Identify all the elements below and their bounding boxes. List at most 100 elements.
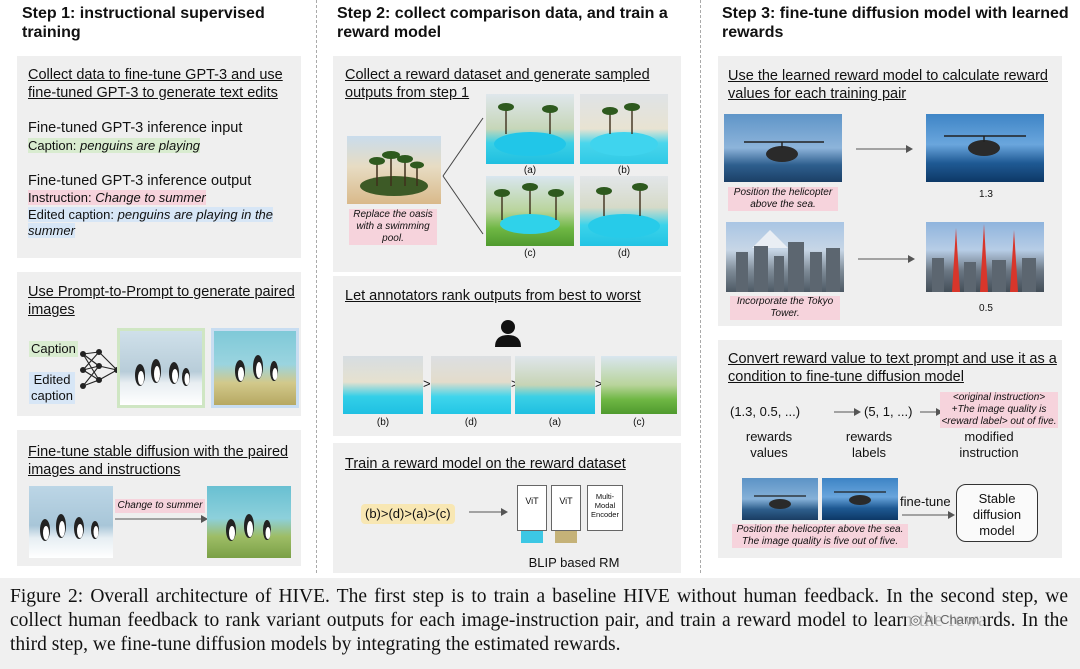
- finetune-output-image: [207, 486, 291, 558]
- rewards-labels-tuple: (5, 1, ...): [864, 404, 913, 419]
- tokyo-output-image: [926, 222, 1044, 292]
- edited-label: Edited caption:: [28, 207, 118, 222]
- rank-image-4: [601, 356, 677, 414]
- rank-label-2: (d): [464, 417, 478, 428]
- rank-image-3: [515, 356, 595, 414]
- gt-sign-3: >: [595, 376, 603, 391]
- watermark-text: AI Charm: [924, 612, 980, 627]
- finetune-helicopter-source: [742, 478, 818, 520]
- edited-caption-tag: Edited caption: [29, 372, 75, 404]
- multimodal-encoder-block: Multi-Modal Encoder: [587, 485, 623, 531]
- rank-label-3: (a): [548, 417, 562, 428]
- rank-image-1: [343, 356, 423, 414]
- caption-line: Caption: penguins are playing: [28, 138, 296, 154]
- fine-tune-label: fine-tune: [900, 494, 951, 509]
- penguin-summer-image: [211, 328, 299, 408]
- figure-caption-area: Figure 2: Overall architecture of HIVE. …: [0, 578, 1080, 669]
- pool-output-d: [580, 176, 668, 246]
- ranking-sequence: (b)>(d)>(a)>(c): [361, 504, 455, 524]
- rm-thumb-2: [555, 531, 577, 543]
- edited-value: penguins are playing in the summer: [28, 207, 274, 238]
- step3-panel2-heading: Convert reward value to text prompt and …: [728, 351, 1057, 385]
- output-label-d: (d): [617, 248, 631, 259]
- finetune-to-sd-arrow: [902, 511, 955, 519]
- step1-panel1-heading: Collect data to fine-tune GPT-3 and use …: [28, 67, 283, 101]
- finetune-instruction-tag: Change to summer: [115, 499, 205, 513]
- watermark: ◎ AI Charm: [906, 612, 984, 628]
- step2-panel-rm: Train a reward model on the reward datas…: [333, 443, 681, 573]
- pool-output-c: [486, 176, 574, 246]
- rewards-values-caption: rewards values: [745, 429, 793, 460]
- pool-output-a: [486, 94, 574, 164]
- rm-input-arrow: [469, 508, 508, 516]
- oasis-instruction: Replace the oasis with a swimming pool.: [349, 209, 437, 245]
- gpt3-input-heading: Fine-tuned GPT-3 inference input: [28, 120, 243, 136]
- edited-caption-line: Edited caption: penguins are playing in …: [28, 207, 290, 239]
- gpt3-output-heading: Fine-tuned GPT-3 inference output: [28, 173, 252, 189]
- step2-panel-rank: Let annotators rank outputs from best to…: [333, 276, 681, 436]
- labels-to-prompt-arrow: [920, 408, 943, 416]
- finetune-input-image: [29, 486, 113, 558]
- helicopter-source-image: [724, 114, 842, 182]
- values-to-labels-arrow: [834, 408, 861, 416]
- output-label-c: (c): [524, 248, 536, 259]
- rank-image-2: [431, 356, 511, 414]
- caption-value: penguins are playing: [80, 138, 201, 153]
- reward-value-1: 1.3: [979, 189, 993, 200]
- output-label-b: (b): [617, 165, 631, 176]
- output-label-a: (a): [523, 165, 537, 176]
- reward-arrow-2: [858, 255, 915, 263]
- penguin-winter-image: [117, 328, 205, 408]
- oasis-source-image: [347, 136, 441, 204]
- caption-tag: Caption: [29, 341, 78, 357]
- step3-title: Step 3: fine-tune diffusion model with l…: [722, 5, 1069, 41]
- gt-sign-2: >: [511, 376, 519, 392]
- step1-panel-gpt3: Collect data to fine-tune GPT-3 and use …: [17, 56, 301, 258]
- gt-sign-1: >: [423, 376, 431, 391]
- divider-2: [700, 0, 701, 573]
- divider-1: [316, 0, 317, 573]
- step3-panel1-heading: Use the learned reward model to calculat…: [728, 68, 1048, 102]
- step1-panel3-heading: Fine-tune stable diffusion with the pair…: [28, 444, 289, 478]
- rm-thumb-1: [521, 531, 543, 543]
- step1-panel-p2p: Use Prompt-to-Prompt to generate paired …: [17, 272, 301, 416]
- wechat-icon: ◎: [910, 612, 925, 627]
- step2-panel2-heading: Let annotators rank outputs from best to…: [345, 288, 641, 304]
- annotator-person-icon: [495, 320, 521, 347]
- step1-panel2-heading: Use Prompt-to-Prompt to generate paired …: [28, 284, 295, 318]
- vit-block-2: ViT: [551, 485, 581, 531]
- caption-label: Caption:: [28, 138, 81, 153]
- step1-panel-finetune: Fine-tune stable diffusion with the pair…: [17, 430, 301, 566]
- rank-label-4: (c): [633, 417, 645, 428]
- instruction-value: Change to summer: [95, 190, 206, 205]
- step2-panel1-heading: Collect a reward dataset and generate sa…: [345, 67, 650, 101]
- step3-panel-reward-values: Use the learned reward model to calculat…: [718, 56, 1062, 326]
- step1-title: Step 1: instructional supervised trainin…: [22, 5, 265, 41]
- tokyo-instruction: Incorporate the Tokyo Tower.: [730, 296, 840, 320]
- modified-prompt-text: <original instruction> +The image qualit…: [940, 392, 1058, 428]
- pool-output-b: [580, 94, 668, 164]
- blip-rm-label: BLIP based RM: [528, 555, 620, 570]
- instruction-line: Instruction: Change to summer: [28, 190, 296, 206]
- instruction-label: Instruction:: [28, 190, 96, 205]
- finetune-bottom-caption: Position the helicopter above the sea. T…: [732, 524, 908, 548]
- helicopter-instruction: Position the helicopter above the sea.: [728, 187, 838, 211]
- step3-panel-prompt: Convert reward value to text prompt and …: [718, 340, 1062, 558]
- modified-instruction-caption: modified instruction: [959, 429, 1019, 460]
- tokyo-source-image: [726, 222, 844, 292]
- finetune-helicopter-target: [822, 478, 898, 520]
- reward-arrow-1: [856, 145, 913, 153]
- step2-panel-dataset: Collect a reward dataset and generate sa…: [333, 56, 681, 272]
- step2-panel3-heading: Train a reward model on the reward datas…: [345, 456, 626, 472]
- rewards-labels-caption: rewards labels: [845, 429, 893, 460]
- reward-value-2: 0.5: [979, 303, 993, 314]
- rank-label-1: (b): [376, 417, 390, 428]
- stable-diffusion-box: Stable diffusion model: [956, 484, 1038, 542]
- step2-title: Step 2: collect comparison data, and tra…: [337, 5, 668, 41]
- vit-block-1: ViT: [517, 485, 547, 531]
- figure-caption: Figure 2: Overall architecture of HIVE. …: [10, 586, 1068, 655]
- branch-arrows: [442, 117, 484, 235]
- rewards-values-tuple: (1.3, 0.5, ...): [730, 404, 801, 419]
- finetune-arrow: [115, 515, 208, 523]
- helicopter-output-image: [926, 114, 1044, 182]
